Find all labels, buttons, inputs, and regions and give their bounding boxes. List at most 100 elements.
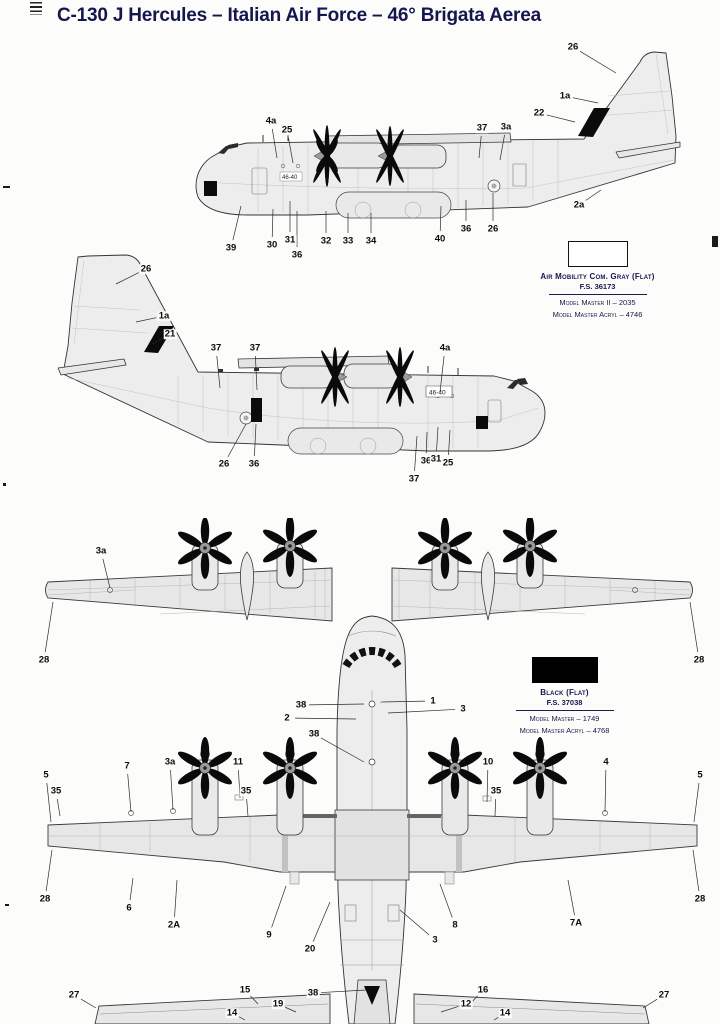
plan-view	[40, 610, 705, 1024]
wing-top-views	[40, 514, 705, 673]
propeller-top	[260, 736, 320, 800]
propeller-top	[425, 736, 485, 800]
fuel-filler	[128, 810, 134, 816]
flap-fairing	[289, 871, 300, 885]
black-door-marking	[251, 398, 262, 422]
center-wing-box	[334, 809, 410, 881]
antenna	[262, 134, 289, 142]
radome-line	[347, 630, 397, 637]
gray-paint-swatch	[567, 241, 628, 267]
gear-fairing	[335, 191, 452, 219]
antenna-fairing	[218, 369, 223, 372]
paratroop-door-top	[344, 904, 357, 922]
paratroop-door-top	[387, 904, 400, 922]
wing-planform	[391, 567, 693, 622]
paint-model-2: Model Master Acryl – 4746	[552, 309, 643, 319]
cockpit-window	[218, 145, 232, 154]
side-view-upper: 46-40	[188, 36, 682, 251]
scan-artifact	[3, 483, 6, 486]
fuel-filler	[632, 587, 638, 593]
paint-model-2: Model Master Acryl – 4768	[519, 725, 610, 735]
propeller-top	[260, 514, 320, 578]
scan-artifact	[3, 186, 10, 188]
aircraft-profile-starboard: 46-40	[57, 254, 546, 455]
cockpit-windows-top	[342, 646, 402, 669]
right-wing-top	[391, 514, 693, 622]
paint-fs-code: F.S. 36173	[548, 282, 647, 295]
fuselage-side	[62, 254, 546, 452]
roundel	[239, 411, 253, 425]
plan-view-drawing	[47, 615, 698, 1024]
wheel-bulge	[404, 201, 422, 219]
ramp-lines	[340, 939, 404, 966]
propeller-top	[500, 514, 560, 578]
paint-reference-gray: Air Mobility Com. Gray (Flat) F.S. 36173…	[527, 241, 668, 320]
fin-flash-black	[578, 108, 610, 137]
engine-nacelle	[328, 142, 388, 169]
porthole	[280, 163, 286, 169]
side-view-lower: 46-40	[48, 248, 552, 485]
wing-vent	[482, 795, 492, 802]
cockpit-window	[228, 143, 238, 149]
external-fuel-tank	[481, 551, 495, 621]
spine-hatch	[368, 758, 376, 766]
wing-walkway	[456, 816, 462, 872]
paint-model-numbers: Model Master – 1749 Model Master Acryl –…	[494, 713, 635, 736]
engine-nacelle	[280, 365, 334, 389]
horizontal-stabilizer-side	[57, 358, 127, 376]
wing-top-views-drawing	[45, 514, 693, 622]
crew-door	[487, 399, 502, 423]
wing-walkway	[282, 816, 288, 872]
wing-panel-lines	[48, 817, 697, 862]
antenna-fairing	[254, 368, 259, 371]
wheel-bulge	[309, 437, 327, 455]
page-title: C-130 J Hercules – Italian Air Force – 4…	[57, 5, 541, 26]
side-view-2-drawing: 46-40	[57, 254, 546, 455]
nose-black-marking	[476, 416, 488, 429]
fuel-filler	[602, 810, 608, 816]
aircraft-code: 46-40	[282, 175, 298, 181]
antenna	[427, 366, 459, 375]
leading-edge-boot	[303, 814, 337, 818]
external-fuel-tank	[240, 551, 254, 621]
left-wing-top	[45, 514, 333, 622]
elevator-hinge-lines	[99, 1003, 645, 1015]
cockpit-window	[507, 380, 521, 389]
paint-model-numbers: Model Master II – 2035 Model Master Acry…	[527, 297, 668, 320]
wing-vent	[234, 794, 244, 801]
fin-black-arrow-marking	[364, 986, 380, 1005]
code-box	[279, 171, 303, 182]
horizontal-stabilizer-side	[615, 141, 681, 159]
side-view-1-drawing: 46-40	[195, 51, 681, 219]
code-box	[425, 385, 453, 398]
paint-reference-black: Black (Flat) F.S. 37038 Model Master – 1…	[494, 657, 635, 736]
scan-artifact	[5, 904, 9, 906]
paint-model-1: Model Master II – 2035	[559, 298, 636, 307]
leading-edge-boot	[407, 814, 441, 818]
propeller-top	[175, 516, 235, 580]
crew-door	[251, 167, 268, 195]
nose-black-marking	[204, 181, 217, 196]
porthole	[295, 163, 301, 169]
flap-fairing	[444, 871, 455, 885]
wheel-bulge	[354, 201, 372, 219]
scan-artifact	[712, 236, 718, 247]
astrodome	[368, 700, 376, 708]
paint-fs-code: F.S. 37038	[515, 698, 614, 711]
paint-name: Air Mobility Com. Gray (Flat)	[540, 272, 655, 281]
aircraft-code: 46-40	[429, 390, 446, 397]
aircraft-plan	[47, 615, 698, 1024]
paratroop-door	[512, 163, 527, 187]
propeller-top	[175, 736, 235, 800]
engine-nacelle	[390, 144, 447, 169]
scan-artifact	[30, 2, 42, 15]
cockpit-window	[517, 378, 528, 385]
engine-nacelle	[343, 363, 399, 389]
fuel-filler	[170, 808, 176, 814]
aircraft-profile-port: 46-40	[195, 51, 681, 219]
propeller-top	[510, 736, 570, 800]
paint-name: Black (Flat)	[540, 688, 589, 697]
paint-model-1: Model Master – 1749	[529, 714, 600, 723]
roundel	[487, 179, 501, 193]
